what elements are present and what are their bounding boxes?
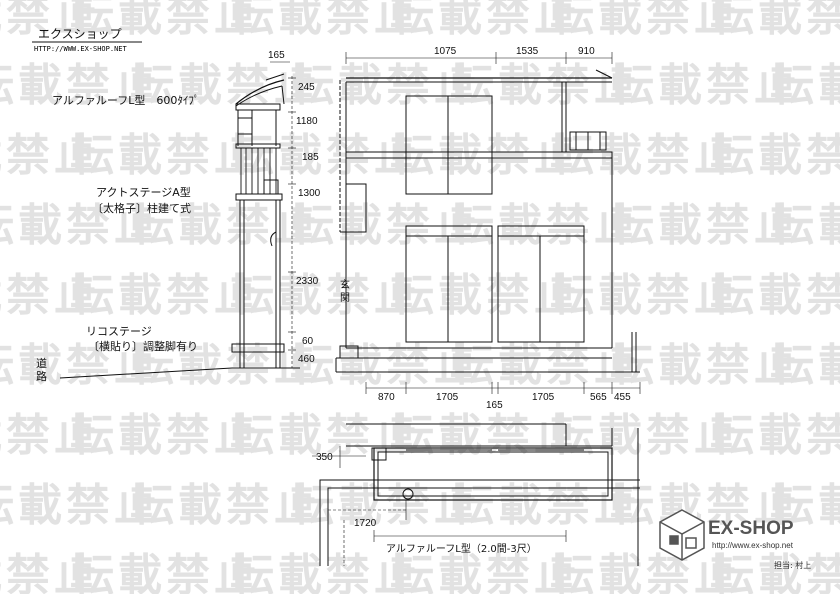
entrance-label-2: 関 — [340, 292, 350, 304]
watermark-text: 転載禁止 — [390, 0, 582, 41]
side-dimensions: 165 245 1180 185 1300 2330 60 460 — [268, 50, 321, 368]
watermark-text: 転載禁止 — [0, 0, 102, 41]
staff-label: 担当: 村上 — [774, 560, 811, 570]
watermark-text: 転載禁止 — [70, 270, 262, 321]
brand-url: http://www.ex-shop.net — [712, 541, 794, 550]
watermark-text: 転載禁止 — [0, 200, 162, 251]
dim-front-bottom-2: 1705 — [436, 392, 459, 403]
shop-url: HTTP://WWW.EX-SHOP.NET — [34, 45, 128, 53]
watermark-text: 転載禁止 — [610, 200, 802, 251]
watermark-text: 転載禁止 — [390, 550, 582, 594]
watermark-text: 転載禁止 — [230, 130, 422, 181]
watermark-text: 転載禁止 — [390, 130, 582, 181]
dim-plan-left: 350 — [316, 452, 333, 463]
step-product-label-1: リコステージ — [86, 325, 152, 338]
watermark-text: 転載禁止 — [70, 130, 262, 181]
watermark-text: 転載禁止 — [70, 550, 262, 594]
watermark-text: 転載禁止 — [610, 60, 802, 111]
watermark-text: 転載禁止 — [770, 200, 840, 251]
watermark-text: 転載禁止 — [290, 60, 482, 111]
shop-name: エクスショップ — [38, 27, 122, 41]
dim-front-bottom-1: 870 — [378, 392, 395, 403]
plan-view — [312, 423, 640, 566]
watermark-text: 転載禁止 — [770, 340, 840, 391]
dim-side-vertical: 60 — [302, 336, 314, 347]
watermark-text: 転載禁止 — [450, 60, 642, 111]
watermark-text: 転載禁止 — [0, 270, 102, 321]
dim-side-vertical: 1180 — [296, 116, 318, 127]
watermark-text: 転載禁止 — [770, 480, 840, 531]
dim-side-vertical: 1300 — [298, 188, 321, 199]
watermark-text: 転載禁止 — [710, 410, 840, 461]
watermark-text: 転載禁止 — [710, 0, 840, 41]
watermark-text: 転載禁止 — [130, 480, 322, 531]
dim-front-top-1: 1075 — [434, 46, 457, 57]
watermark-text: 転載禁止 — [0, 60, 162, 111]
dim-front-bottom-4: 1705 — [532, 392, 555, 403]
watermark-text: 転載禁止 — [710, 130, 840, 181]
watermark-text: 転載禁止 — [130, 200, 322, 251]
road-label-2: 路 — [36, 370, 47, 383]
watermark-text: 転載禁止 — [550, 0, 742, 41]
watermark-text: 転載禁止 — [130, 60, 322, 111]
dim-front-bottom-5: 565 — [590, 392, 607, 403]
header: エクスショップ HTTP://WWW.EX-SHOP.NET — [32, 27, 142, 53]
dim-front-top-3: 910 — [578, 46, 595, 57]
road-label-1: 道 — [36, 356, 47, 370]
watermark-text: 転載禁止 — [70, 410, 262, 461]
brand-logo: EX-SHOP http://www.ex-shop.net 担当: 村上 — [659, 509, 811, 570]
dim-side-top: 165 — [268, 50, 285, 61]
front-elevation — [335, 52, 641, 394]
dim-side-vertical: 245 — [298, 82, 315, 93]
watermark-text: 転載禁止 — [230, 550, 422, 594]
watermark-text: 転載禁止 — [0, 340, 162, 391]
dim-front-bottom-3: 165 — [486, 400, 503, 411]
watermark-text: 転載禁止 — [230, 270, 422, 321]
watermark-text: 転載禁止 — [230, 0, 422, 41]
watermark-text: 転載禁止 — [0, 410, 102, 461]
watermark-text: 転載禁止 — [550, 550, 742, 594]
watermark-text: 転載禁止 — [550, 270, 742, 321]
watermark-text: 転載禁止 — [70, 0, 262, 41]
watermark-text: 転載禁止 — [0, 480, 162, 531]
watermark-text: 転載禁止 — [710, 550, 840, 594]
watermark-text: 転載禁止 — [390, 270, 582, 321]
watermark-text: 転載禁止 — [610, 340, 802, 391]
side-elevation — [59, 73, 300, 379]
cube-logo-icon — [659, 509, 705, 561]
watermark-text: 転載禁止 — [770, 60, 840, 111]
plan-product-label: アルファルーフL型（2.0間-3尺） — [386, 542, 537, 555]
dim-side-vertical: 185 — [302, 152, 319, 163]
deck-product-label-1: アクトステージA型 — [96, 185, 191, 199]
entrance-label-1: 玄 — [340, 278, 350, 291]
dim-side-vertical: 460 — [298, 354, 315, 365]
dim-plan-bottom: 1720 — [354, 518, 377, 529]
watermark-text: 転載禁止 — [0, 130, 102, 181]
roof-product-label: アルファルーフL型 600ﾀｲﾌﾟ — [52, 93, 199, 107]
step-product-label-2: 〔横貼り〕調整脚有り — [88, 339, 198, 353]
deck-product-label-2: 〔太格子〕柱建て式 — [92, 201, 191, 215]
dim-front-bottom-6: 455 — [614, 392, 631, 403]
watermark-text: 転載禁止 — [550, 130, 742, 181]
watermark-text: 転載禁止 — [130, 340, 322, 391]
watermark-text: 転載禁止 — [0, 550, 102, 594]
watermark-text: 転載禁止 — [710, 270, 840, 321]
brand-name: EX-SHOP — [708, 518, 794, 539]
dim-front-top-2: 1535 — [516, 46, 539, 57]
dim-side-vertical: 2330 — [296, 276, 319, 287]
